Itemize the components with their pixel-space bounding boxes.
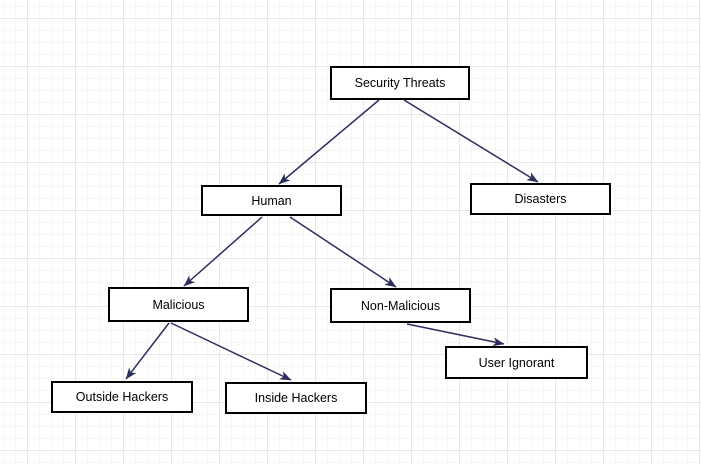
edge-human-to-malicious[interactable] (183, 216, 263, 287)
edge-non-malicious-to-user-ignorant[interactable] (406, 323, 505, 347)
edge-security-threats-to-human[interactable] (278, 99, 380, 185)
node-disasters[interactable]: Disasters (470, 183, 611, 215)
node-security-threats-label: Security Threats (354, 76, 446, 90)
node-malicious-label: Malicious (152, 297, 205, 312)
edge-human-to-non-malicious[interactable] (289, 216, 397, 288)
node-human-label: Human (251, 193, 292, 208)
node-malicious[interactable]: Malicious (108, 287, 249, 322)
node-user-ignorant[interactable]: User Ignorant (445, 346, 588, 379)
node-disasters-label: Disasters (514, 192, 567, 206)
node-security-threats[interactable]: Security Threats (330, 66, 470, 100)
node-human[interactable]: Human (201, 185, 342, 216)
node-non-malicious[interactable]: Non-Malicious (330, 288, 471, 323)
node-user-ignorant-label: User Ignorant (478, 355, 555, 370)
node-inside-hackers[interactable]: Inside Hackers (225, 382, 367, 414)
node-inside-hackers-label: Inside Hackers (254, 391, 338, 405)
node-non-malicious-label: Non-Malicious (360, 298, 441, 313)
node-outside-hackers[interactable]: Outside Hackers (51, 381, 193, 413)
node-outside-hackers-label: Outside Hackers (75, 390, 169, 404)
edge-malicious-to-outside-hackers[interactable] (125, 322, 170, 380)
edge-malicious-to-inside-hackers[interactable] (170, 322, 292, 381)
edge-security-threats-to-disasters[interactable] (403, 99, 539, 183)
